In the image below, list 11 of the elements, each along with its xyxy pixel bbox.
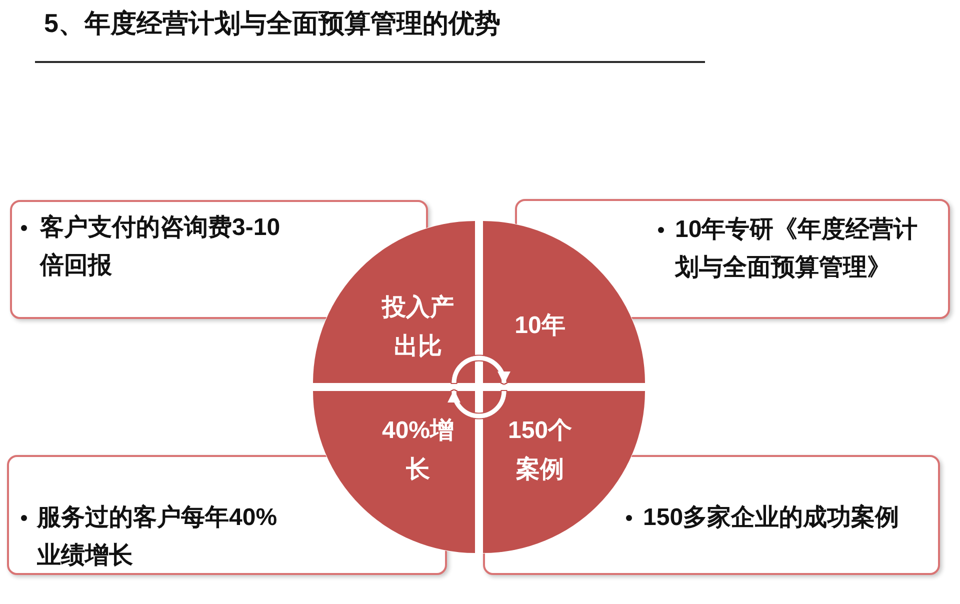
title-heading: 5、年度经营计划与全面预算管理的优势 — [44, 7, 500, 40]
curved-arrow — [452, 356, 510, 384]
bullet-text: 服务过的客户每年40%业绩增长 — [37, 503, 278, 571]
quadrant-label: 40%增长 — [380, 416, 456, 485]
quadrant-label: 150个案例 — [506, 416, 574, 485]
bullet-text: 150多家企业的成功案例 — [643, 502, 900, 533]
quadrant-label: 投入产出比 — [380, 293, 455, 362]
bullet-text: 10年专研《年度经营计划与全面预算管理》 — [675, 215, 919, 283]
quadrant-label: 10年 — [514, 311, 566, 341]
curved-arrow — [448, 390, 506, 418]
bullet-text: 客户支付的咨询费3-10倍回报 — [40, 213, 282, 281]
